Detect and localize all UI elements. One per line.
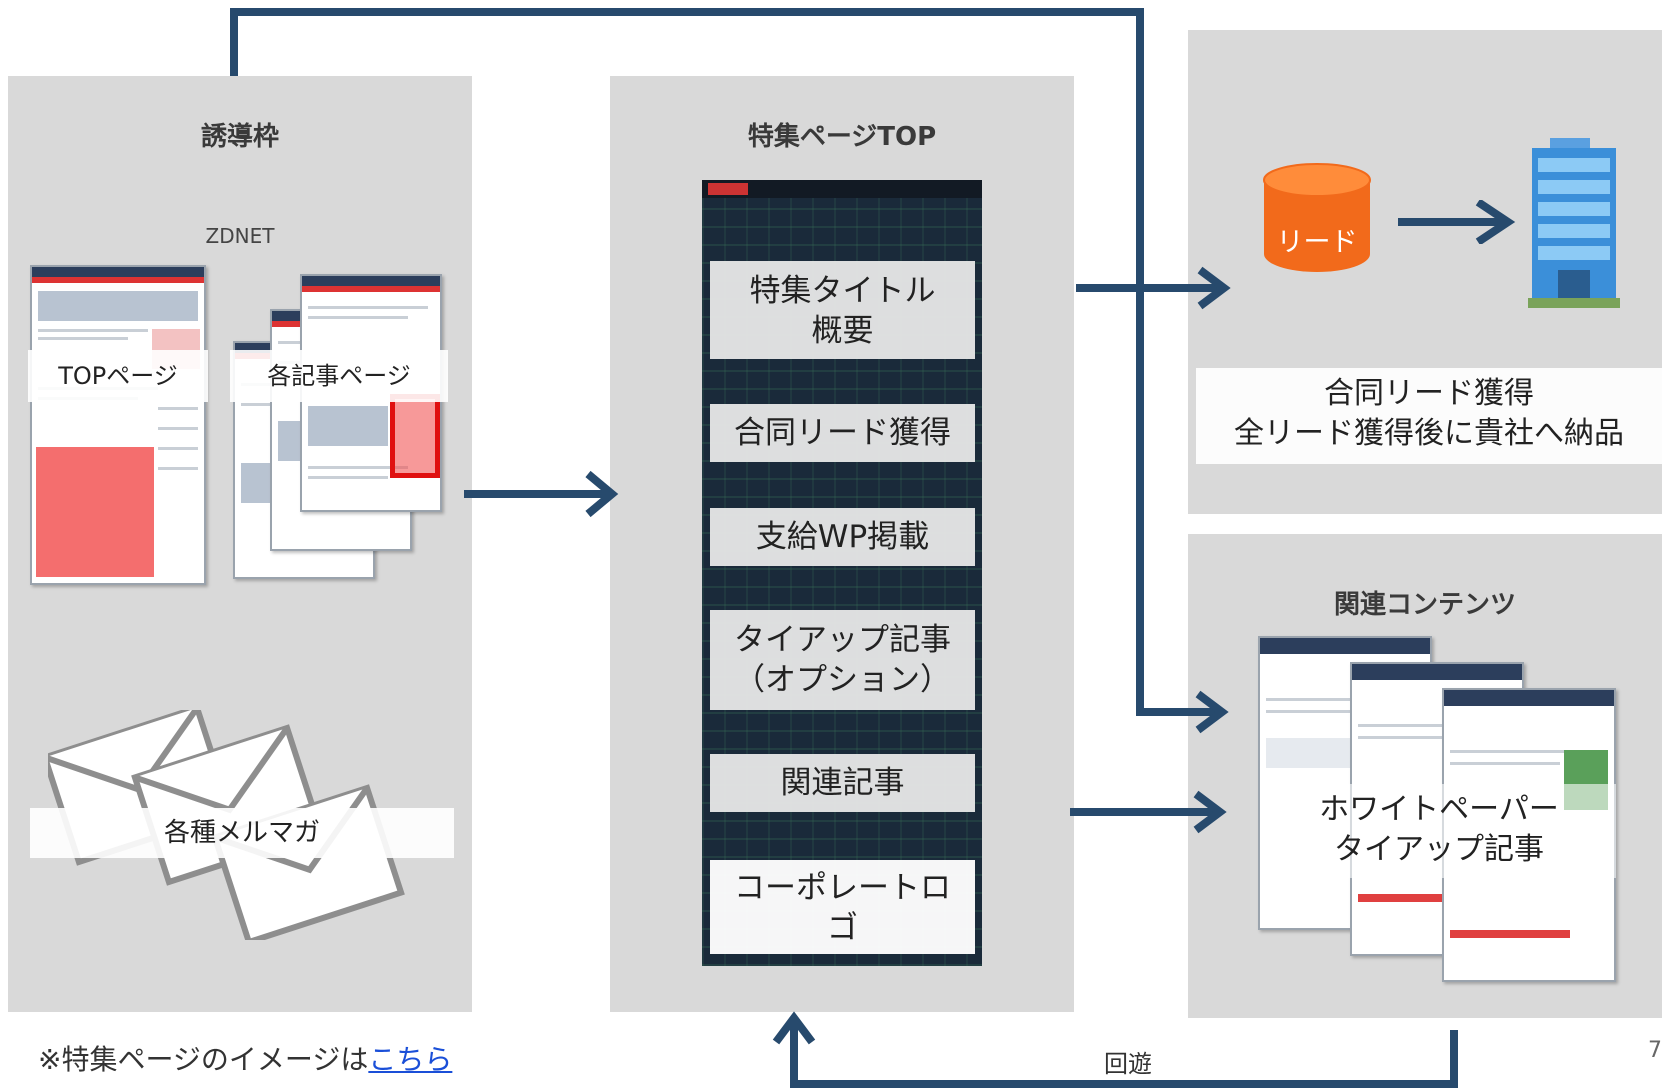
- footnote: ※特集ページのイメージはこちら: [38, 1038, 452, 1078]
- arrow-related-to-feature: [790, 1024, 1458, 1088]
- feature-item-title-summary-text: 特集タイトル 概要: [749, 273, 936, 349]
- related-caption-line1: ホワイトペーパー: [1319, 792, 1559, 827]
- top-page-screenshot: [30, 265, 206, 585]
- feature-image-link[interactable]: こちら: [368, 1043, 453, 1076]
- related-caption-line2: タイアップ記事: [1334, 832, 1544, 867]
- top-page-label: TOPページ: [28, 350, 208, 402]
- lead-caption: 合同リード獲得 全リード獲得後に貴社へ納品: [1196, 368, 1662, 464]
- induction-title: 誘導枠: [200, 122, 279, 152]
- feature-item-tieup-text: タイアップ記事 （オプション）: [734, 622, 951, 698]
- page-number: 7: [1648, 1038, 1662, 1063]
- feature-item-joint-lead: 合同リード獲得: [710, 404, 975, 462]
- lead-database-icon: [1263, 163, 1371, 272]
- feature-item-corporate-logo-text: コーポレートロ ゴ: [734, 870, 951, 946]
- feature-item-title-summary: 特集タイトル 概要: [710, 261, 975, 359]
- loop-label: 回遊: [1104, 1050, 1152, 1078]
- related-title: 関連コンテンツ: [1333, 590, 1516, 620]
- company-building-icon: [1528, 138, 1620, 308]
- arrow-right-icon: [1398, 200, 1516, 244]
- lead-caption-line2: 全リード獲得後に貴社へ納品: [1234, 416, 1624, 451]
- lead-caption-line1: 合同リード獲得: [1324, 376, 1534, 411]
- feature-item-corporate-logo: コーポレートロ ゴ: [710, 860, 975, 954]
- lead-database-label: リード: [1276, 227, 1358, 258]
- related-caption: ホワイトペーパー タイアップ記事: [1262, 784, 1616, 878]
- mailmag-label: 各種メルマガ: [30, 808, 454, 858]
- feature-top-title: 特集ページTOP: [747, 122, 937, 152]
- feature-item-wp: 支給WP掲載: [710, 508, 975, 566]
- arrow-induction-to-related: [230, 8, 1220, 716]
- site-label: ZDNET: [205, 224, 275, 248]
- feature-item-related: 関連記事: [710, 754, 975, 812]
- feature-item-tieup: タイアップ記事 （オプション）: [710, 610, 975, 710]
- article-page-label: 各記事ページ: [230, 350, 448, 402]
- footnote-text: ※特集ページのイメージは: [38, 1043, 369, 1076]
